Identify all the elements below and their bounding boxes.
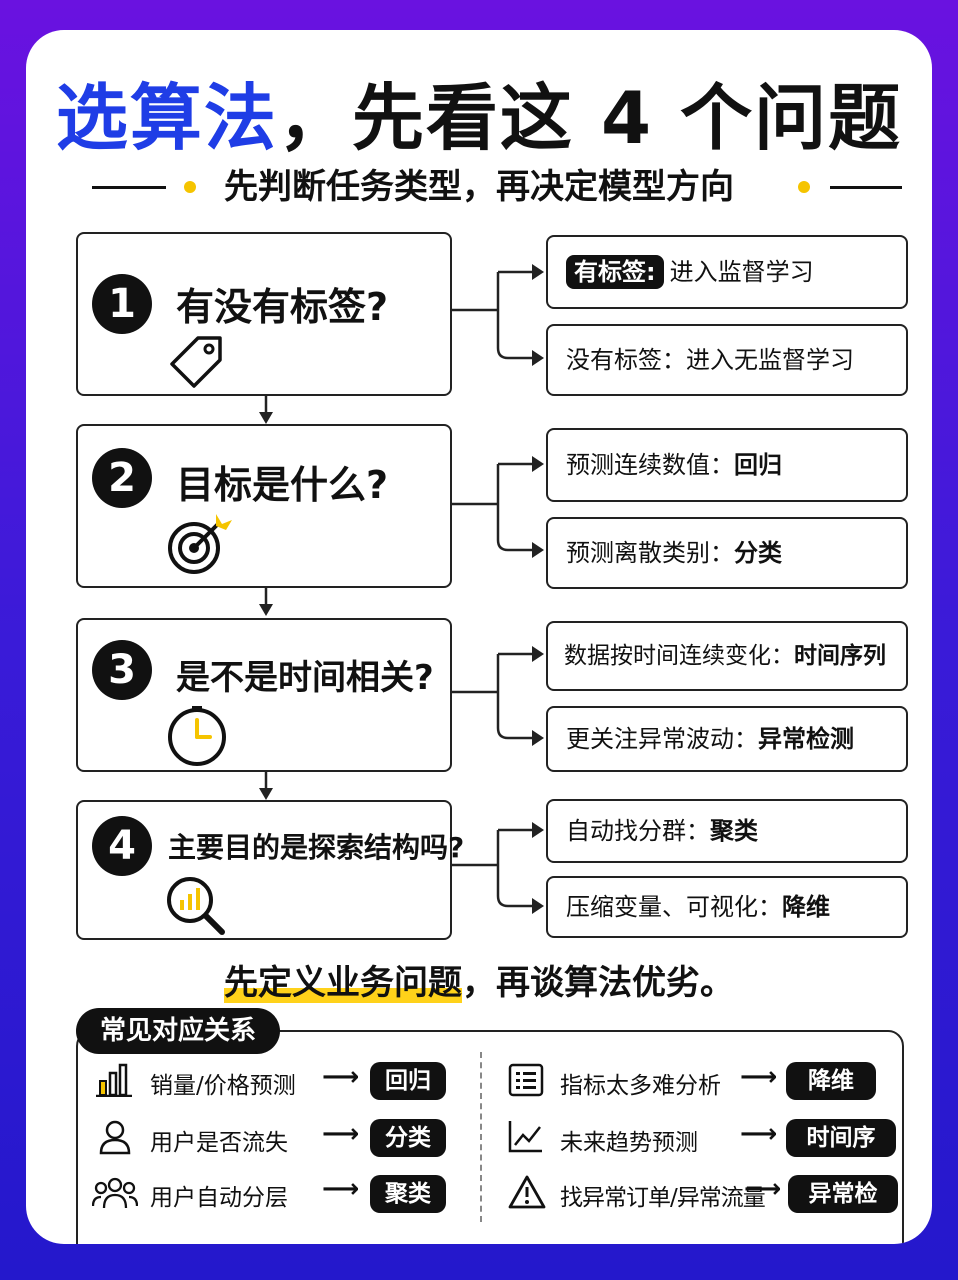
answer-pill: 有标签: xyxy=(566,255,664,289)
answer-box: 预测离散类别：分类 xyxy=(546,517,908,589)
mapping-title: 常见对应关系 xyxy=(76,1008,281,1054)
answer-box: 预测连续数值：回归 xyxy=(546,428,908,502)
answer-result: 时间序列 xyxy=(794,643,886,669)
mapping-table xyxy=(76,1030,904,1244)
divider-right xyxy=(830,186,902,189)
title-highlight: 选算法 xyxy=(55,76,278,160)
answer-result: 聚类 xyxy=(710,817,758,845)
subtitle-row: 先判断任务类型，再决定模型方向 xyxy=(26,167,932,207)
bullet-dot-right xyxy=(798,181,810,193)
infographic-card: 选算法，先看这 4 个问题 先判断任务类型，再决定模型方向 xyxy=(26,30,932,1244)
answer-box: 自动找分群：聚类 xyxy=(546,799,908,863)
answer-text: 自动找分群： xyxy=(566,817,710,845)
answer-text: 更关注异常波动： xyxy=(566,725,758,753)
divider-left xyxy=(92,186,166,189)
mapping-divider xyxy=(480,1052,482,1222)
mapping-tag: 异常检测 xyxy=(788,1175,898,1244)
question-text: 有没有标签? xyxy=(176,285,389,329)
mapping-tag: 降维 xyxy=(786,1062,876,1100)
mapping-label: 未来趋势预测 xyxy=(560,1130,698,1156)
mapping-label: 指标太多难分析 xyxy=(560,1073,721,1099)
magnifier-chart-icon xyxy=(167,877,225,935)
mapping-tag: 聚类 xyxy=(370,1175,446,1213)
question-1-box: 1 有没有标签? xyxy=(76,232,452,396)
flow-connectors xyxy=(259,264,544,914)
question-3-box: 3 是不是时间相关? xyxy=(76,618,452,772)
question-number: 2 xyxy=(92,448,152,508)
question-number: 3 xyxy=(92,640,152,700)
answer-box: 数据按时间连续变化：时间序列 xyxy=(546,621,908,691)
grid-list-icon xyxy=(508,1063,544,1097)
mapping-label: 用户自动分层 xyxy=(150,1185,288,1211)
mapping-tag: 时间序列 xyxy=(786,1119,896,1189)
warning-icon xyxy=(508,1175,546,1209)
arrow-right-icon: ⟶ xyxy=(740,1062,778,1092)
answer-box: 有标签:进入监督学习 xyxy=(546,235,908,309)
slogan-underlined: 先定义业务问题 xyxy=(224,963,462,1003)
bar-chart-icon xyxy=(96,1063,132,1097)
mapping-tag: 分类 xyxy=(370,1119,446,1157)
question-text: 主要目的是探索结构吗? xyxy=(168,831,465,864)
page-title: 选算法，先看这 4 个问题 xyxy=(26,82,932,154)
answer-box: 没有标签：进入无监督学习 xyxy=(546,324,908,396)
answer-result: 回归 xyxy=(734,451,782,479)
users-group-icon xyxy=(92,1177,138,1209)
arrow-right-icon: ⟶ xyxy=(740,1119,778,1149)
tag-icon xyxy=(170,336,222,388)
target-icon xyxy=(168,514,232,574)
question-number: 4 xyxy=(92,816,152,876)
mapping-label: 销量/价格预测 xyxy=(150,1073,296,1099)
answer-box: 压缩变量、可视化：降维 xyxy=(546,876,908,938)
clock-icon xyxy=(168,706,226,766)
slogan-rest: ，再谈算法优劣。 xyxy=(462,963,734,1003)
answer-result: 分类 xyxy=(734,539,782,567)
question-text: 是不是时间相关? xyxy=(176,658,434,698)
answer-text: 进入监督学习 xyxy=(669,258,814,286)
arrow-right-icon: ⟶ xyxy=(322,1119,360,1149)
trend-line-icon xyxy=(508,1121,542,1153)
mapping-tag: 回归 xyxy=(370,1062,446,1100)
arrow-right-icon: ⟶ xyxy=(322,1062,360,1092)
question-4-box: 4 主要目的是探索结构吗? xyxy=(76,800,464,940)
slogan: 先定义业务问题，再谈算法优劣。 xyxy=(26,955,932,1004)
mapping-label: 找异常订单/异常流量 xyxy=(560,1185,766,1211)
question-number: 1 xyxy=(92,274,152,334)
mapping-label: 用户是否流失 xyxy=(150,1130,288,1156)
question-text: 目标是什么? xyxy=(176,463,389,507)
arrow-right-icon: ⟶ xyxy=(744,1174,782,1204)
subtitle: 先判断任务类型，再决定模型方向 xyxy=(224,167,734,207)
answer-text: 预测连续数值： xyxy=(566,451,734,479)
arrow-right-icon: ⟶ xyxy=(322,1174,360,1204)
question-2-box: 2 目标是什么? xyxy=(76,424,452,588)
answer-result: 异常检测 xyxy=(758,725,854,753)
answer-text: 压缩变量、可视化： xyxy=(566,893,782,921)
answer-text: 数据按时间连续变化： xyxy=(564,643,794,669)
answer-text: 没有标签：进入无监督学习 xyxy=(566,346,854,374)
title-rest: ，先看这 4 个问题 xyxy=(277,76,903,160)
answer-text: 预测离散类别： xyxy=(566,539,734,567)
answer-result: 降维 xyxy=(782,893,830,921)
user-icon xyxy=(99,1120,131,1155)
bullet-dot-left xyxy=(184,181,196,193)
answer-box: 更关注异常波动：异常检测 xyxy=(546,706,908,772)
